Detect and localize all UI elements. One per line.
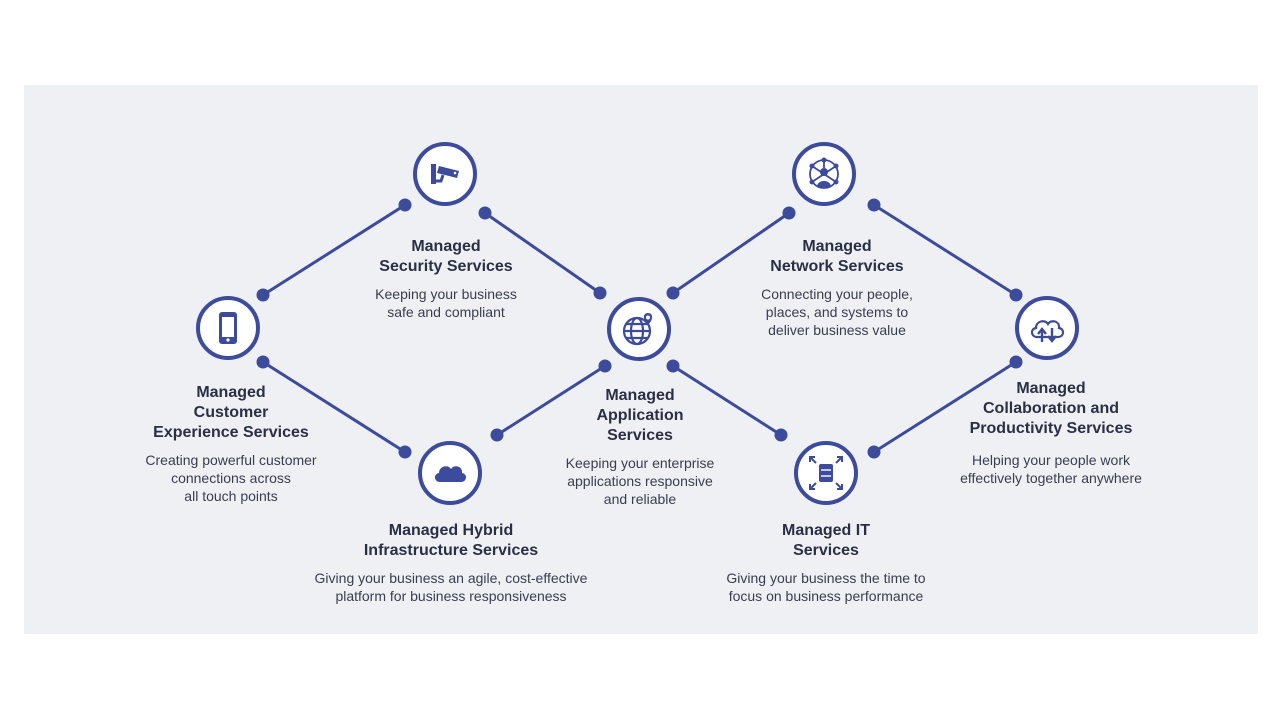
globe-pin-icon [622, 313, 653, 346]
security-camera-icon [431, 164, 459, 184]
node-customer [196, 296, 260, 360]
service-description: Helping your people work effectively tog… [960, 452, 1142, 486]
service-description: Keeping your enterprise applications res… [565, 455, 715, 507]
label-customer: Managed Customer Experience Services Cre… [116, 383, 346, 505]
connector-customer-hybrid [261, 360, 407, 454]
label-it: Managed IT Services Giving your business… [691, 521, 961, 605]
connector-application-it [671, 364, 783, 437]
server-arrows-icon [809, 456, 843, 490]
service-description: Giving your business the time to focus o… [726, 570, 926, 604]
connector-hybrid-application [495, 364, 607, 437]
service-title: Managed IT Services [781, 522, 870, 559]
service-title: Managed Network Services [770, 238, 904, 275]
service-description: Connecting your people, places, and syst… [761, 286, 913, 338]
connector-application-network [671, 211, 791, 295]
connector-security-application [483, 211, 602, 295]
label-application: Managed Application Services Keeping you… [525, 386, 755, 508]
node-collaboration [1015, 296, 1079, 360]
service-title: Managed Customer Experience Services [153, 384, 309, 441]
service-description: Giving your business an agile, cost-effe… [314, 570, 588, 604]
service-title: Managed Hybrid Infrastructure Services [363, 522, 539, 559]
service-description: Creating powerful customer connections a… [145, 452, 317, 504]
connector-it-collaboration [872, 360, 1018, 454]
label-collaboration: Managed Collaboration and Productivity S… [931, 379, 1171, 487]
label-hybrid: Managed Hybrid Infrastructure Services G… [276, 521, 626, 605]
node-security [413, 142, 477, 206]
service-description: Keeping your business safe and compliant [375, 286, 517, 320]
connector-customer-security [261, 203, 407, 297]
label-network: Managed Network Services Connecting your… [707, 237, 967, 339]
node-hybrid [418, 441, 482, 505]
connector-network-collaboration [872, 203, 1018, 297]
node-network [792, 142, 856, 206]
node-application [607, 297, 671, 361]
service-title: Managed Collaboration and Productivity S… [969, 380, 1133, 437]
node-it [794, 441, 858, 505]
service-title: Managed Security Services [379, 238, 513, 275]
smartphone-icon [219, 312, 237, 344]
cloud-sync-icon [1030, 320, 1065, 343]
network-user-icon [809, 157, 839, 189]
cloud-icon [434, 466, 467, 482]
label-security: Managed Security Services Keeping your b… [316, 237, 576, 321]
service-title: Managed Application Services [596, 387, 684, 444]
